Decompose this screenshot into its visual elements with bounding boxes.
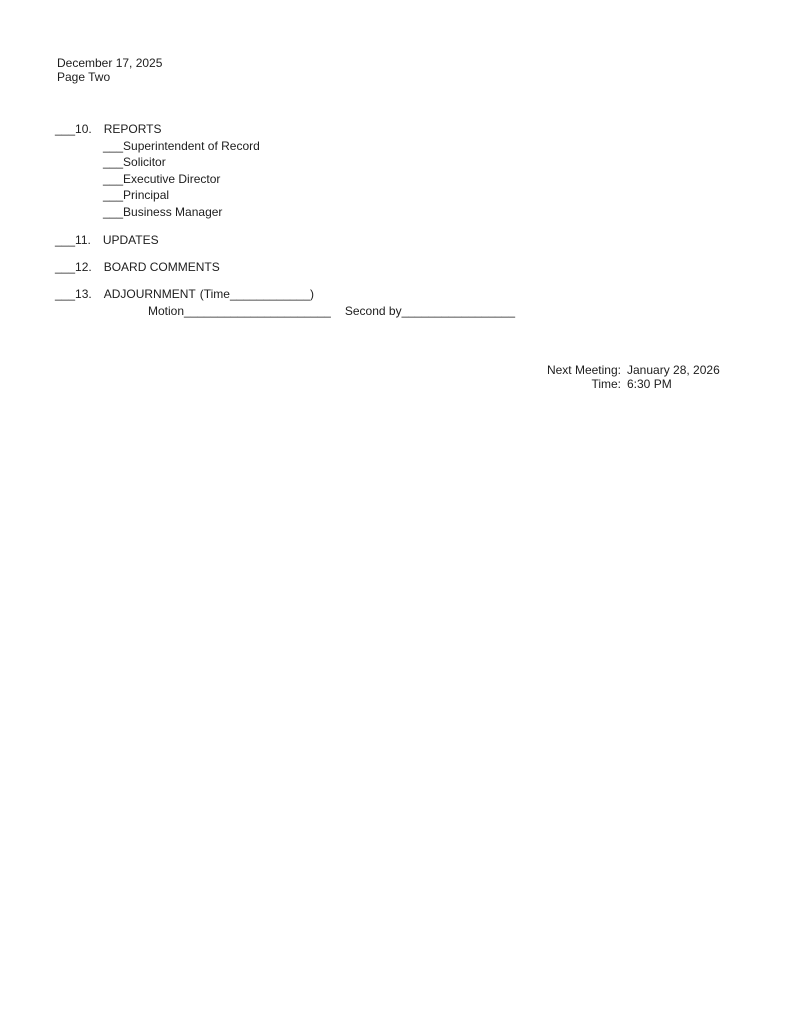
report-line: ___Executive Director bbox=[103, 171, 260, 187]
report-label: Superintendent of Record bbox=[123, 139, 260, 153]
agenda-item-updates: ___11. UPDATES bbox=[55, 233, 159, 247]
checkoff-blank: ___ bbox=[55, 122, 76, 136]
next-meeting-block: Next Meeting: January 28, 2026 Time: 6:30 … bbox=[543, 363, 720, 391]
report-line: ___Solicitor bbox=[103, 154, 260, 170]
agenda-item-board-comments: ___12. BOARD COMMENTS bbox=[55, 260, 220, 274]
item-number: 13. bbox=[75, 287, 92, 301]
checkoff-blank: ___ bbox=[103, 155, 124, 170]
item-number: 12. bbox=[75, 260, 92, 274]
item-title: UPDATES bbox=[102, 233, 159, 247]
agenda-line: ___12. BOARD COMMENTS bbox=[55, 260, 220, 274]
agenda-line: ___13.ADJOURNMENT(Time____________) bbox=[55, 287, 314, 301]
checkoff-blank: ___ bbox=[55, 260, 76, 274]
report-label: Solicitor bbox=[123, 155, 166, 170]
time-open-paren: (Time bbox=[199, 287, 230, 301]
page-number-label: Page Two bbox=[57, 70, 111, 84]
report-line: ___Business Manager bbox=[103, 204, 260, 220]
item-number: 10. bbox=[75, 122, 92, 136]
next-meeting-time-row: Time: 6:30 PM bbox=[543, 377, 720, 391]
reports-sub-list: ___Superintendent of Record ___Solicitor… bbox=[55, 138, 260, 220]
next-meeting-time-label: Time: bbox=[591, 377, 621, 391]
checkoff-blank: ___ bbox=[103, 188, 124, 203]
report-label: Principal bbox=[123, 188, 170, 203]
next-meeting-label: Next Meeting: bbox=[546, 363, 621, 377]
next-meeting-row: Next Meeting: January 28, 2026 bbox=[543, 363, 720, 377]
document-date: December 17, 2025 bbox=[57, 56, 163, 70]
time-close-paren: ) bbox=[310, 287, 315, 301]
report-line: ___Principal bbox=[103, 187, 260, 203]
motion-second-line: Motion______________________Second by___… bbox=[148, 304, 515, 318]
item-number: 11. bbox=[75, 233, 91, 247]
agenda-line: ___10. REPORTS bbox=[55, 122, 260, 136]
item-title: BOARD COMMENTS bbox=[103, 260, 220, 274]
checkoff-blank: ___ bbox=[103, 171, 124, 186]
report-line: ___Superintendent of Record bbox=[103, 138, 260, 154]
checkoff-blank: ___ bbox=[103, 139, 124, 153]
checkoff-blank: ___ bbox=[103, 204, 124, 219]
agenda-line: ___11. UPDATES bbox=[55, 233, 159, 247]
time-fill-blank: ____________ bbox=[229, 287, 311, 301]
item-title: ADJOURNMENT bbox=[103, 287, 196, 301]
adjournment-time-field: (Time____________) bbox=[200, 287, 314, 301]
second-by-label: Second by bbox=[344, 304, 402, 318]
checkoff-blank: ___ bbox=[55, 233, 76, 247]
page-header: December 17, 2025 Page Two bbox=[57, 56, 162, 84]
motion-fill-blank: ______________________ bbox=[184, 304, 331, 318]
next-meeting-date: January 28, 2026 bbox=[627, 363, 720, 377]
second-by-fill-blank: _________________ bbox=[401, 304, 516, 318]
second-by-group: Second by_________________ bbox=[345, 304, 515, 318]
next-meeting-time-value: 6:30 PM bbox=[627, 377, 672, 391]
checkoff-blank: ___ bbox=[55, 287, 76, 301]
agenda-item-adjournment: ___13.ADJOURNMENT(Time____________) bbox=[55, 287, 314, 301]
report-label: Business Manager bbox=[123, 204, 223, 219]
motion-label: Motion bbox=[148, 304, 185, 318]
report-label: Executive Director bbox=[123, 171, 221, 186]
agenda-item-reports: ___10.REPORTS ___Superintendent of Recor… bbox=[55, 122, 260, 220]
motion-group: Motion______________________ bbox=[148, 304, 331, 318]
item-title: REPORTS bbox=[103, 122, 162, 136]
